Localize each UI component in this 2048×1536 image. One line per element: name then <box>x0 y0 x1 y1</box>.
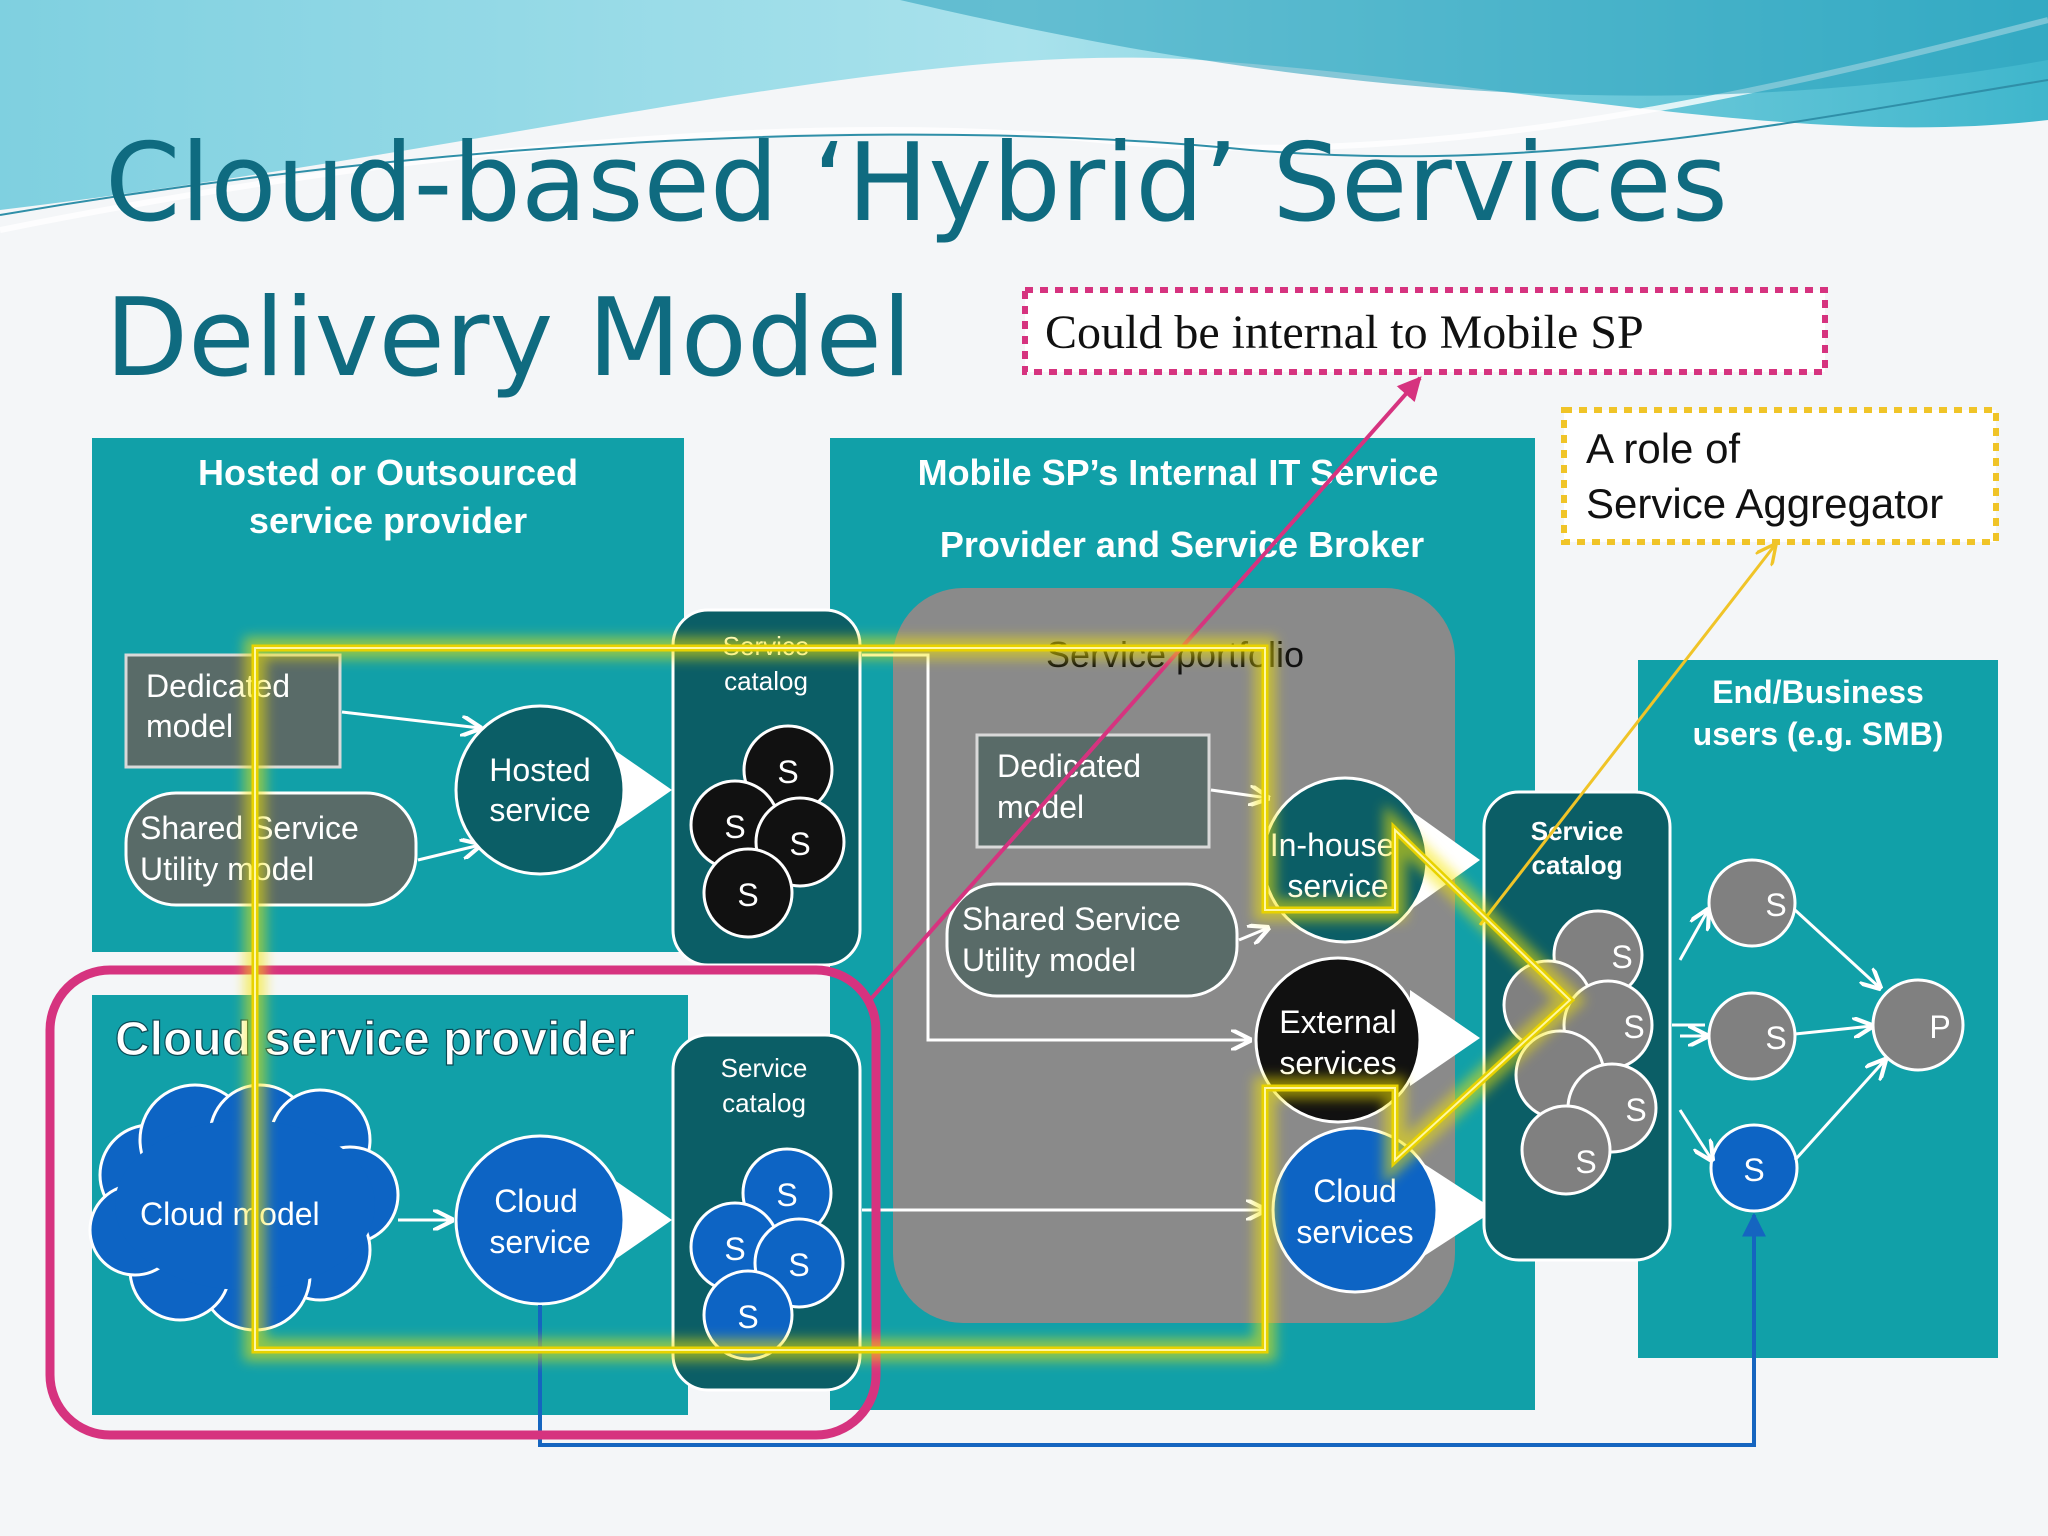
callout-aggregator-line1: A role of <box>1586 425 1740 472</box>
end-user-service-1: S <box>1707 858 1797 948</box>
arrow-s1-to-p <box>1793 908 1880 988</box>
svg-text:S: S <box>788 1247 809 1283</box>
svg-text:S: S <box>1743 1152 1764 1188</box>
svg-text:S: S <box>1611 939 1632 975</box>
svg-text:S: S <box>777 754 798 790</box>
svg-text:S: S <box>1765 887 1786 923</box>
mobile-shared-model: Shared Service Utility model <box>945 882 1239 998</box>
header-wave <box>0 0 2048 233</box>
svg-text:S: S <box>724 809 745 845</box>
external-line1: External <box>1279 1004 1396 1040</box>
inhouse-line1: In-house <box>1270 827 1395 863</box>
mobile-catalog-line2: catalog <box>1531 850 1622 880</box>
arrow-to-s3 <box>1678 1109 1712 1160</box>
svg-text:S: S <box>789 826 810 862</box>
svg-text:S: S <box>1623 1009 1644 1045</box>
callout-aggregator-line2: Service Aggregator <box>1586 480 1943 527</box>
cloud-services-line1: Cloud <box>1313 1173 1397 1209</box>
mobile-panel-title-line1: Mobile SP’s Internal IT Service <box>918 452 1439 493</box>
aggregation-flow-highlight <box>244 637 1587 1361</box>
mobile-dedicated-model: Dedicated model <box>975 733 1211 849</box>
hosted-catalog-item: S <box>702 847 794 939</box>
end-user-nodes: S S S P <box>1672 858 1965 1213</box>
mobile-shared-line2: Utility model <box>962 942 1136 978</box>
hosted-dedicated-line1: Dedicated <box>146 668 290 704</box>
mobile-catalog-item: S <box>1520 1104 1612 1196</box>
cloud-services-line2: services <box>1296 1214 1413 1250</box>
cloud-catalog-item: S <box>702 1269 794 1361</box>
cloud-service-line2: service <box>489 1224 590 1260</box>
hosted-panel-title-line2: service provider <box>249 500 527 541</box>
mobile-shared-line1: Shared Service <box>962 901 1181 937</box>
hosted-dedicated-model: Dedicated model <box>124 653 342 769</box>
external-line2: services <box>1279 1045 1396 1081</box>
inhouse-line2: service <box>1287 868 1388 904</box>
cloud-service-node: Cloud service <box>454 1134 672 1306</box>
mobile-dedicated-line1: Dedicated <box>997 748 1141 784</box>
hosted-shared-line2: Utility model <box>140 851 314 887</box>
hosted-shared-model: Shared Service Utility model <box>124 791 418 907</box>
svg-text:S: S <box>724 1231 745 1267</box>
cloud-model-label: Cloud model <box>140 1196 320 1232</box>
callout-internal: Could be internal to Mobile SP <box>1022 287 1828 375</box>
cloud-provider-highlight <box>45 965 881 1440</box>
end-users-title-line1: End/Business <box>1712 674 1924 710</box>
arrow-hosted-dedicated <box>341 710 480 728</box>
arrow-s2-to-p <box>1794 1026 1872 1034</box>
hosted-service-line1: Hosted <box>489 752 590 788</box>
cloud-catalog-line1: Service <box>721 1053 808 1083</box>
end-user-process: P <box>1871 978 1965 1072</box>
cloud-service-catalog: Service catalog S S S S <box>671 1033 862 1392</box>
svg-text:S: S <box>1625 1092 1646 1128</box>
svg-text:S: S <box>737 1299 758 1335</box>
arrow-to-callout-internal <box>868 376 1422 1002</box>
svg-text:S: S <box>776 1177 797 1213</box>
callout-aggregator: A role of Service Aggregator <box>1561 407 1999 545</box>
arrow-mobile-shared <box>1238 928 1268 940</box>
hosted-dedicated-line2: model <box>146 708 233 744</box>
cloud-catalog-line2: catalog <box>722 1088 806 1118</box>
page-title-line2: Delivery Model <box>105 276 912 401</box>
direct-cloud-route <box>538 1212 1766 1447</box>
svg-text:S: S <box>737 877 758 913</box>
end-user-service-2: S <box>1707 991 1797 1081</box>
hosted-catalog-line2: catalog <box>724 666 808 696</box>
svg-text:S: S <box>1765 1020 1786 1056</box>
arrow-s3-to-p <box>1793 1060 1885 1162</box>
hosted-service-line2: service <box>489 792 590 828</box>
arrow-to-callout-aggregator <box>1478 545 1775 926</box>
svg-text:S: S <box>1575 1144 1596 1180</box>
cloud-panel-title: Cloud service provider <box>115 1013 635 1066</box>
page-title-line1: Cloud-based ‘Hybrid’ Services <box>105 121 1728 246</box>
mobile-service-catalog: Service catalog S S S S <box>1482 790 1672 1262</box>
end-user-service-3: S <box>1709 1123 1799 1213</box>
callout-internal-text: Could be internal to Mobile SP <box>1045 306 1644 359</box>
svg-text:P: P <box>1929 1009 1950 1045</box>
end-users-title-line2: users (e.g. SMB) <box>1693 716 1944 752</box>
hosted-service-node: Hosted service <box>454 704 672 876</box>
mobile-panel-title-line2: Provider and Service Broker <box>940 524 1424 565</box>
hosted-service-catalog: Service catalog S S S S <box>671 608 862 967</box>
arrow-to-s1 <box>1678 910 1708 961</box>
arrow-hosted-shared <box>417 845 480 862</box>
hosted-panel-title-line1: Hosted or Outsourced <box>198 452 578 493</box>
cloud-service-line1: Cloud <box>494 1183 578 1219</box>
